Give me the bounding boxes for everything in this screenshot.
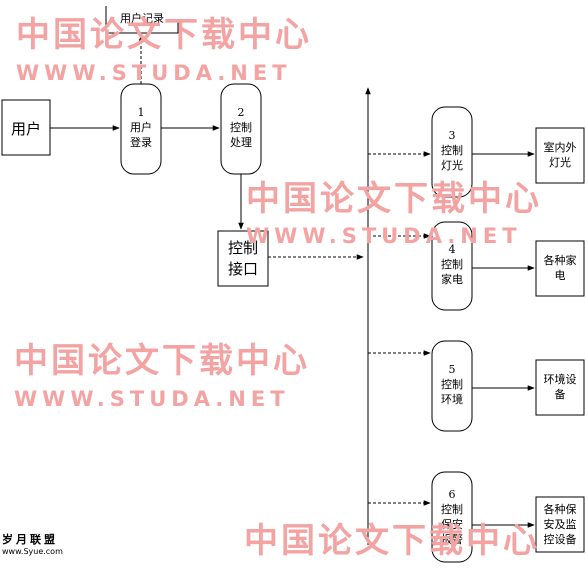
appliances-line-2: 电 [555, 269, 566, 282]
user-entity: 用户 [1, 99, 51, 156]
site-stamp-name: 岁月联盟 [2, 533, 58, 546]
process-1-user-login: 1 用户 登录 [120, 83, 162, 175]
process-5-control-environment: 5 控制 环境 [431, 340, 473, 432]
environment-devices-entity: 环境设 备 [535, 359, 585, 416]
process-2-line-2: 处理 [230, 136, 252, 149]
record-store-box: 用户记录 [105, 6, 179, 34]
process-1-line-1: 用户 [130, 120, 152, 134]
process-1-number: 1 [138, 106, 145, 119]
security-devices-line-3: 控设备 [544, 532, 577, 546]
process-3-line-2: 灯光 [441, 158, 463, 172]
process-4-number: 4 [449, 243, 456, 256]
process-3-line-1: 控制 [441, 143, 463, 157]
security-devices-line-2: 安及监 [544, 517, 577, 531]
security-devices-entity: 各种保 安及监 控设备 [535, 496, 585, 553]
environment-devices-line-2: 备 [555, 387, 566, 401]
process-6-control-security: 6 控制 保安 报警 [431, 471, 473, 563]
process-3-control-lights: 3 控制 灯光 [431, 106, 473, 198]
process-5-line-2: 环境 [441, 392, 463, 406]
control-interface-line-1: 控制 [228, 239, 258, 257]
appliances-line-1: 各种家 [544, 253, 577, 267]
process-6-number: 6 [449, 488, 456, 501]
process-2-control-handling: 2 控制 处理 [220, 83, 262, 175]
process-2-number: 2 [238, 106, 245, 119]
process-1-line-2: 登录 [130, 135, 152, 149]
site-stamp-url: www.Syue.com [2, 547, 63, 556]
security-devices-line-1: 各种保 [544, 502, 577, 516]
control-interface-entity: 控制 接口 [217, 230, 269, 287]
process-6-line-1: 控制 [441, 502, 463, 516]
process-6-line-3: 报警 [441, 532, 463, 546]
process-4-line-2: 家电 [441, 272, 463, 286]
process-6-line-2: 保安 [441, 517, 463, 531]
record-store-label: 用户记录 [120, 11, 164, 25]
user-entity-label: 用户 [11, 120, 41, 138]
outdoor-lights-line-2: 灯光 [549, 155, 571, 169]
outdoor-lights-line-1: 室内外 [544, 140, 577, 154]
control-interface-line-2: 接口 [228, 260, 258, 278]
environment-devices-line-1: 环境设 [544, 372, 577, 386]
process-4-control-appliances: 4 控制 家电 [431, 221, 473, 311]
process-2-line-1: 控制 [230, 120, 252, 134]
process-3-number: 3 [449, 129, 456, 142]
appliances-entity: 各种家 电 [535, 240, 585, 297]
site-stamp: 岁月联盟 www.Syue.com [2, 531, 94, 556]
process-5-line-1: 控制 [441, 377, 463, 391]
process-5-number: 5 [449, 363, 456, 376]
outdoor-lights-entity: 室内外 灯光 [535, 127, 585, 184]
process-4-line-1: 控制 [441, 257, 463, 271]
